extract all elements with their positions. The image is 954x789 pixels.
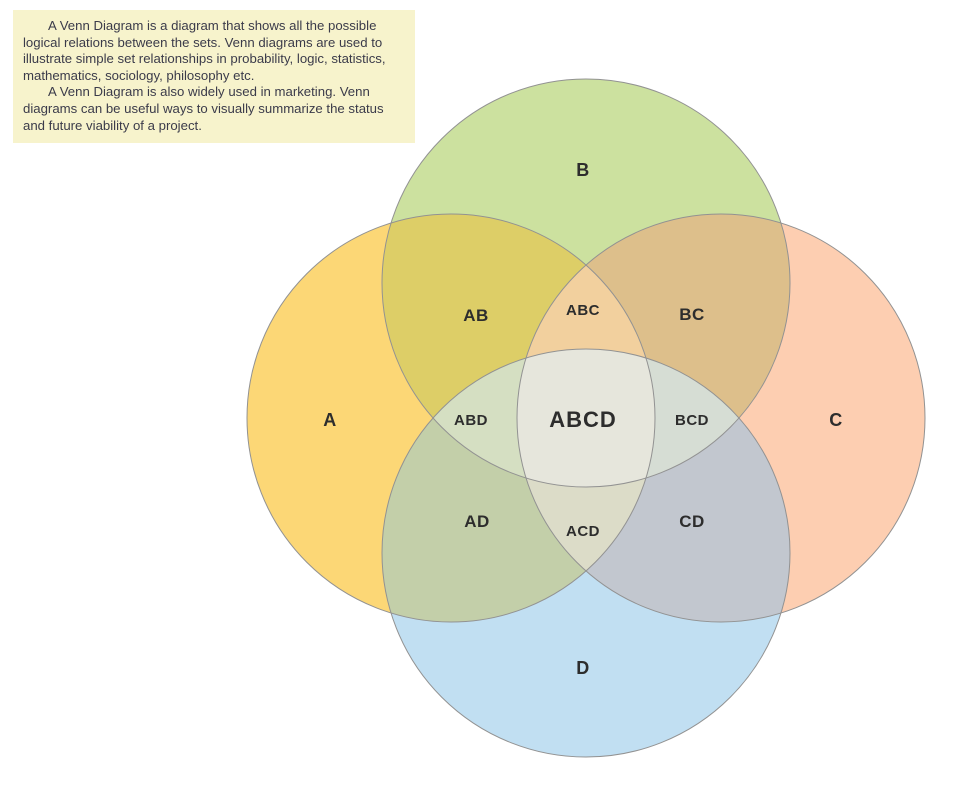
description-note: A Venn Diagram is a diagram that shows a… xyxy=(13,10,415,143)
set-a-label: A xyxy=(323,410,337,430)
region-bcd-label: BCD xyxy=(675,412,709,429)
region-abd-label: ABD xyxy=(454,412,488,429)
note-paragraph-2: A Venn Diagram is also widely used in ma… xyxy=(23,84,384,133)
region-ab-label: AB xyxy=(463,306,489,325)
region-bc-label: BC xyxy=(679,305,705,324)
region-abcd xyxy=(517,349,655,487)
set-b-outline xyxy=(381,78,791,488)
note-paragraph-1: A Venn Diagram is a diagram that shows a… xyxy=(23,18,386,83)
region-abcd-label: ABCD xyxy=(549,407,617,432)
set-b-label: B xyxy=(576,160,590,180)
region-abc-label: ABC xyxy=(566,302,600,319)
set-a-outline xyxy=(246,213,656,623)
set-c-label: C xyxy=(829,410,843,430)
region-ad-label: AD xyxy=(464,512,490,531)
region-acd-label: ACD xyxy=(566,523,600,540)
set-d-label: D xyxy=(576,658,590,678)
region-cd-label: CD xyxy=(679,512,705,531)
set-c-outline xyxy=(516,213,926,623)
set-d-outline xyxy=(381,348,791,758)
